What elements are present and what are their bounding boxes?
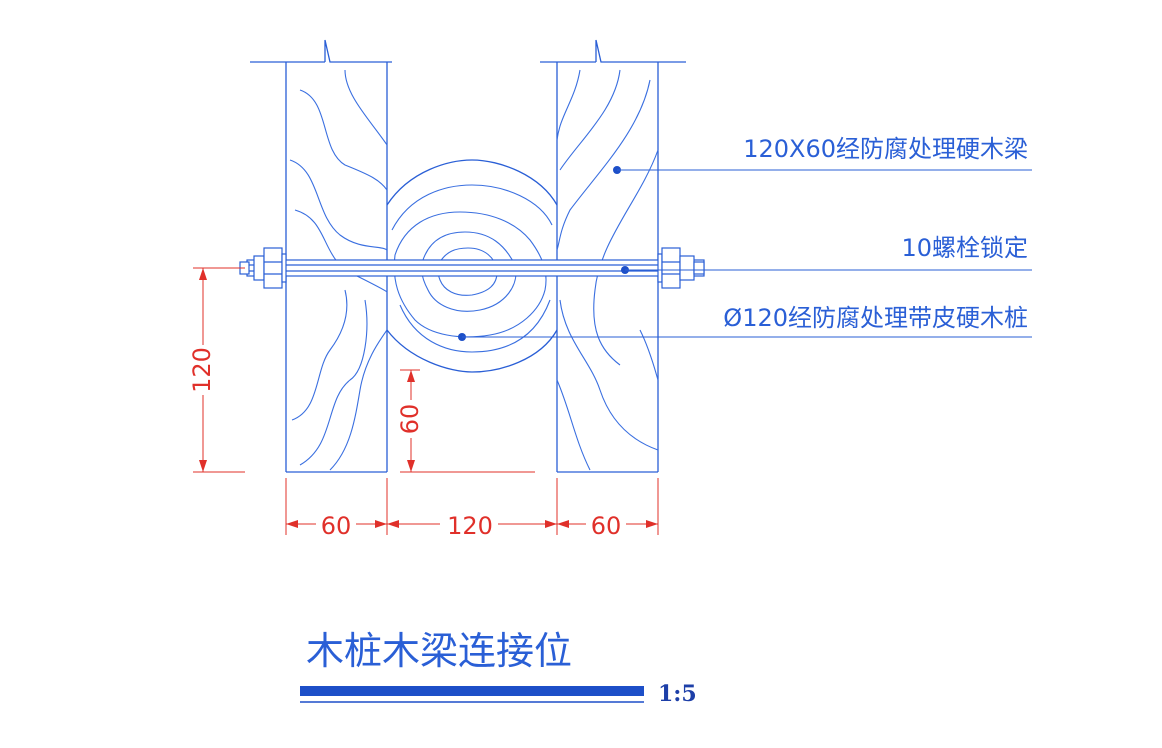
drawing-scale: 1:5 bbox=[658, 681, 697, 707]
title-block: 木桩木梁连接位 1:5 bbox=[300, 629, 697, 707]
beam-label: 120X60经防腐处理硬木梁 bbox=[743, 135, 1028, 163]
bolt-callout: 10螺栓锁定 bbox=[621, 234, 1032, 274]
bolt-label: 10螺栓锁定 bbox=[901, 234, 1028, 262]
right-nut bbox=[657, 247, 705, 289]
left-nut bbox=[239, 247, 287, 289]
dimension-height-half: 60 bbox=[396, 369, 535, 473]
wooden-pile bbox=[386, 159, 558, 373]
bolt bbox=[239, 247, 705, 289]
dimension-label-120-vertical: 120 bbox=[188, 347, 216, 393]
beam-callout: 120X60经防腐处理硬木梁 bbox=[613, 135, 1032, 174]
drawing-title: 木桩木梁连接位 bbox=[306, 629, 572, 673]
title-underline-thick bbox=[300, 686, 644, 696]
dimension-label-60-left: 60 bbox=[321, 512, 352, 540]
dimension-height-total: 120 bbox=[188, 267, 245, 473]
right-beam-wood-grain bbox=[556, 69, 659, 471]
dimension-label-60-right: 60 bbox=[591, 512, 622, 540]
dimension-label-120-middle: 120 bbox=[447, 512, 493, 540]
dimension-widths: 60 120 60 bbox=[285, 478, 659, 540]
pile-callout: Ø120经防腐处理带皮硬木桩 bbox=[458, 304, 1032, 341]
pile-label: Ø120经防腐处理带皮硬木桩 bbox=[723, 304, 1028, 332]
dimension-label-60-vertical: 60 bbox=[396, 404, 424, 435]
